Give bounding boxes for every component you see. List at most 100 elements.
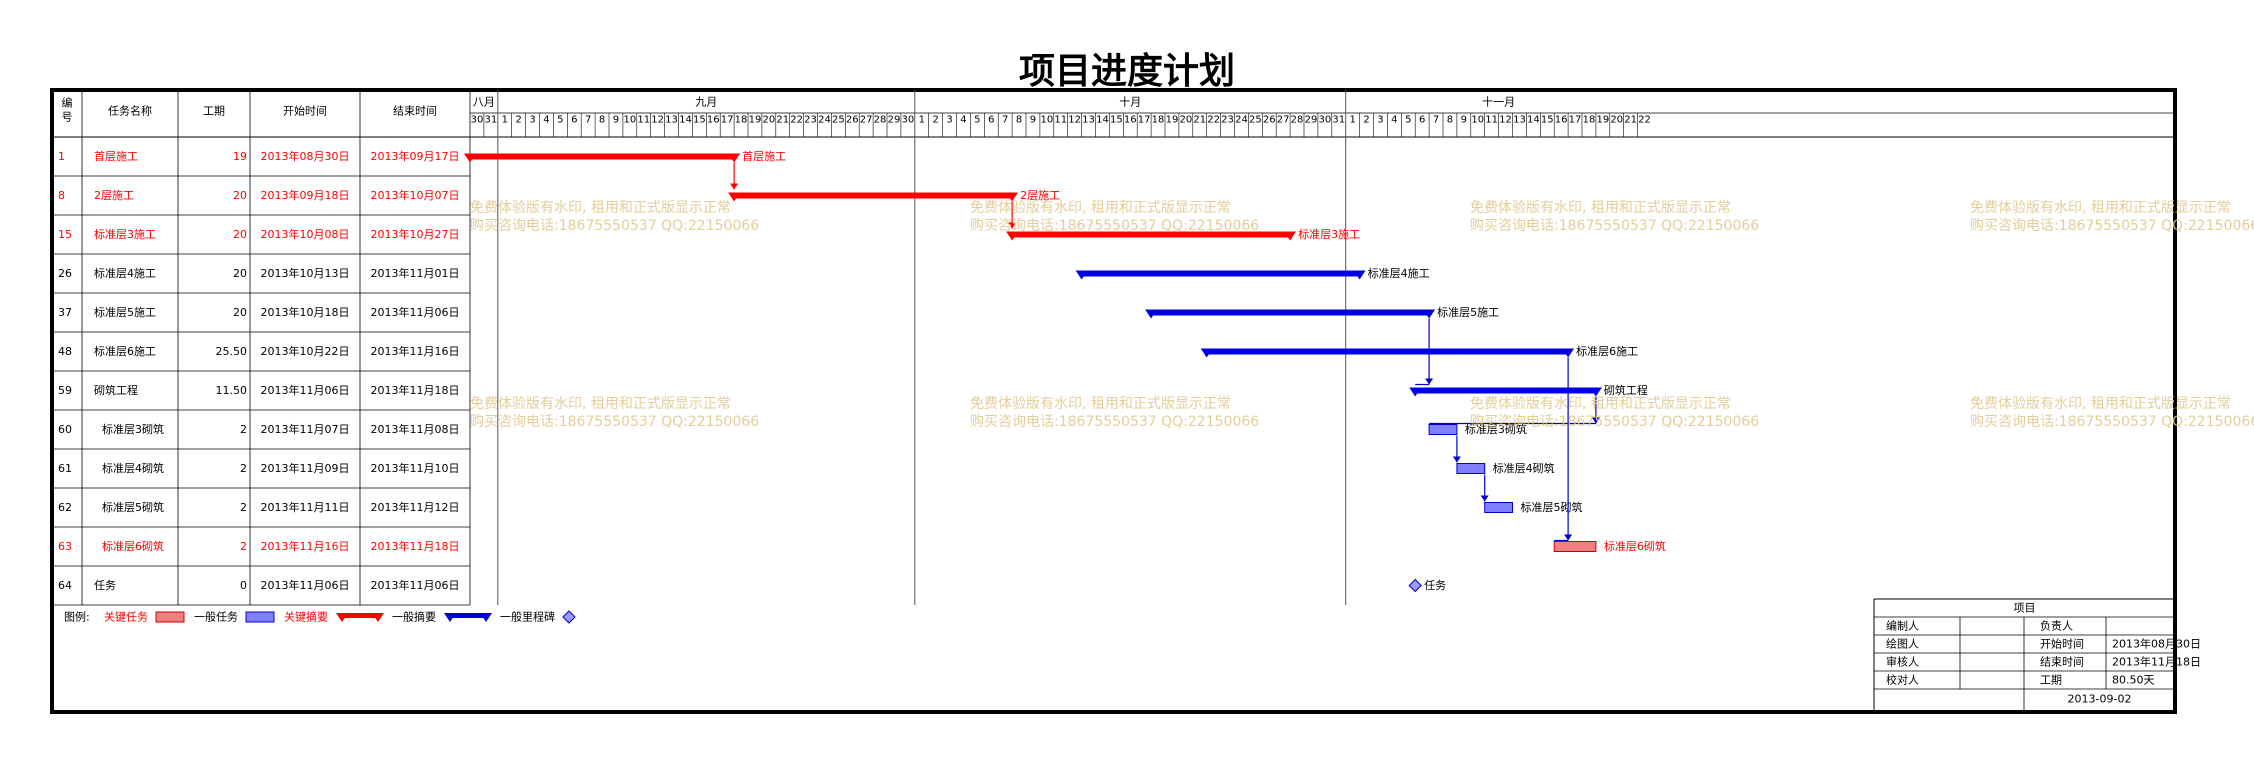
summary-start-cap [1145,309,1158,319]
task-name: 标准层5施工 [94,305,156,319]
day-label: 9 [613,115,619,126]
summary-bar [1012,231,1291,238]
day-label: 21 [776,115,789,126]
day-label: 30 [1318,115,1331,126]
day-label: 8 [1016,115,1022,126]
legend-swatch [449,613,487,618]
month-label: 十月 [1119,95,1141,109]
day-label: 21 [1624,115,1637,126]
legend-swatch-cap [480,613,492,622]
day-label: 28 [874,115,887,126]
info-key: 审核人 [1886,655,1919,669]
header-end: 结束时间 [393,105,437,118]
legend-swatch-cap [336,613,348,622]
dependency-arrow [730,183,739,190]
day-label: 26 [1263,115,1276,126]
task-bar [1456,463,1486,474]
task-duration: 25.50 [216,345,248,358]
task-duration: 2 [240,540,247,553]
summary-end-cap [1589,387,1602,397]
watermark-text: 免费体验版有水印, 租用和正式版显示正常 [970,396,1231,412]
day-label: 11 [637,115,650,126]
day-label: 5 [557,115,563,126]
legend-swatch [245,611,275,623]
summary-end-cap [728,153,741,163]
day-label: 2 [515,115,521,126]
legend-label: 关键摘要 [284,610,328,624]
task-id: 64 [58,579,72,592]
task-name: 标准层6施工 [94,344,156,358]
legend-label: 关键任务 [104,610,148,624]
day-label: 14 [679,115,692,126]
day-label: 1 [919,115,925,126]
bar-label: 标准层4砌筑 [1493,461,1555,475]
milestone-marker [1408,578,1422,593]
day-label: 10 [1040,115,1053,126]
dependency-arrow [1591,417,1600,424]
task-duration: 19 [233,150,247,163]
task-start: 2013年11月06日 [261,578,350,592]
task-duration: 20 [233,267,247,280]
info-value: 2013年08月30日 [2112,637,2201,651]
day-label: 5 [974,115,980,126]
day-label: 19 [1166,115,1179,126]
task-name: 标准层4砌筑 [102,461,164,475]
header-id-2: 号 [62,111,73,124]
dependency-arrow [1452,456,1461,463]
task-start: 2013年09月18日 [261,188,350,202]
day-label: 31 [484,115,497,126]
day-label: 6 [988,115,994,126]
task-id: 59 [58,384,72,397]
task-id: 8 [58,189,65,202]
bar-label: 任务 [1424,579,1446,592]
summary-end-cap [1353,270,1366,280]
day-label: 5 [1405,115,1411,126]
day-label: 26 [846,115,859,126]
info-key: 校对人 [1886,673,1919,687]
day-label: 2 [932,115,938,126]
task-duration: 20 [233,306,247,319]
task-duration: 20 [233,189,247,202]
day-label: 4 [1391,115,1397,126]
summary-end-cap [1562,348,1575,358]
task-start: 2013年11月07日 [261,422,350,436]
task-id: 60 [58,423,72,436]
task-start: 2013年10月22日 [261,344,350,358]
legend-swatch [562,610,576,624]
day-label: 2 [1363,115,1369,126]
summary-start-cap [1006,231,1019,241]
day-label: 22 [1207,115,1220,126]
day-label: 10 [623,115,636,126]
task-end: 2013年11月16日 [371,344,460,358]
legend-swatch-cap [372,613,384,622]
bar-label: 标准层5砌筑 [1521,500,1583,514]
info-value: 80.50天 [2112,674,2155,687]
day-label: 13 [1082,115,1095,126]
legend-swatch [341,613,379,618]
task-start: 2013年11月11日 [261,500,350,514]
day-label: 1 [1349,115,1355,126]
day-label: 30 [901,115,914,126]
day-label: 24 [818,115,831,126]
task-start: 2013年10月13日 [261,266,350,280]
day-label: 20 [762,115,775,126]
header-duration: 工期 [203,105,225,118]
day-label: 20 [1610,115,1623,126]
watermark-text: 免费体验版有水印, 租用和正式版显示正常 [970,200,1231,216]
day-label: 24 [1235,115,1248,126]
summary-bar [734,192,1013,199]
summary-end-cap [1423,309,1436,319]
task-name: 砌筑工程 [94,383,138,397]
task-name: 2层施工 [94,189,134,202]
task-id: 63 [58,540,72,553]
day-label: 7 [585,115,591,126]
task-bar [1553,541,1597,552]
task-name: 标准层4施工 [94,266,156,280]
task-end: 2013年10月27日 [371,227,460,241]
info-key: 绘图人 [1886,637,1919,651]
watermark-text: 购买咨询电话:18675550537 QQ:22150066 [1470,218,1759,234]
month-label: 十一月 [1482,95,1515,109]
info-key: 开始时间 [2040,637,2084,651]
day-label: 9 [1030,115,1036,126]
